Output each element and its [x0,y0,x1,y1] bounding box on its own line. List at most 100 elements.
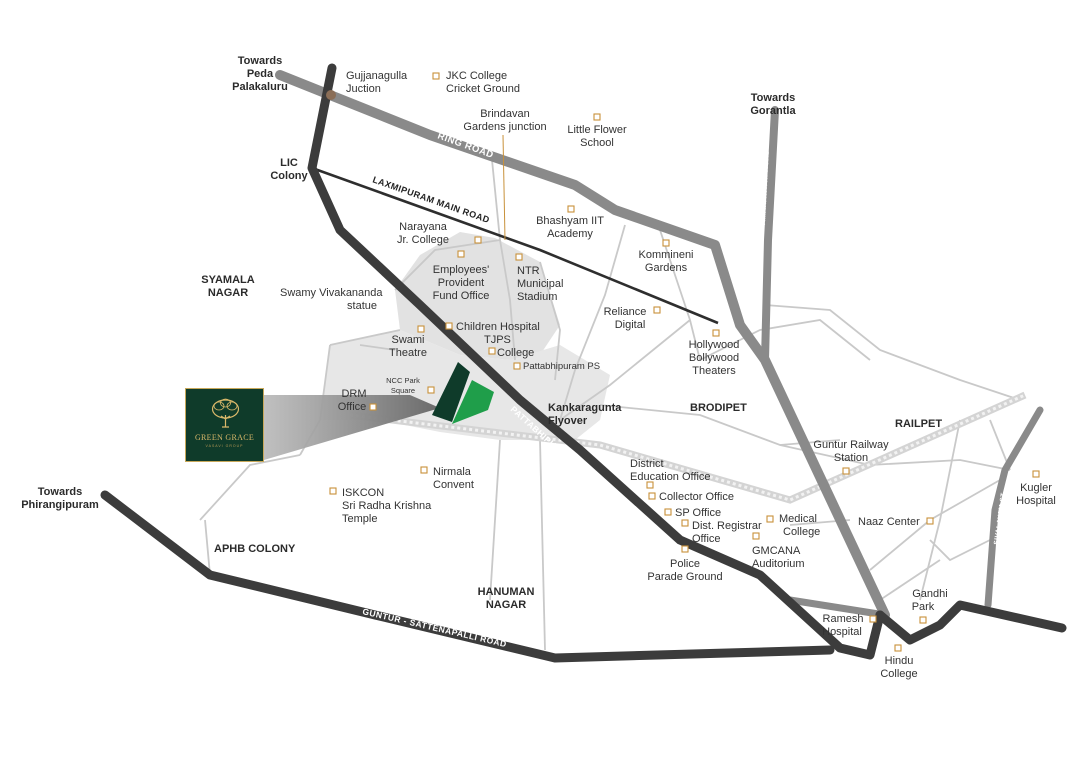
landmark-marker [842,467,850,475]
label-nirmala: Nirmala Convent [433,466,474,491]
svg-text:ISKCON: ISKCON [342,487,384,499]
direction-gorantla: Towards Gorantla [750,92,796,117]
landmark-marker [648,492,656,500]
sivalayam-st [984,406,1044,609]
svg-text:Sri Radha Krishna: Sri Radha Krishna [342,500,432,512]
label-reliance: Reliance Digital [604,306,647,331]
landmark-marker [653,306,661,314]
major-roads-dark [100,63,1067,663]
svg-text:Kankaragunta: Kankaragunta [548,402,622,414]
landmark-marker [427,386,435,394]
major-roads-grey [275,70,1044,620]
landmark-marker [662,239,670,247]
svg-text:Jr. College: Jr. College [397,234,449,246]
label-ramesh: Ramesh Hospital [822,613,863,638]
svg-text:College: College [497,347,534,359]
direction-phirangipuram: Towards Phirangipuram [21,486,99,511]
landmark-marker [445,322,453,330]
svg-text:Towards: Towards [751,92,795,104]
svg-text:Temple: Temple [342,513,377,525]
svg-text:Kommineni: Kommineni [638,249,693,261]
svg-text:Nirmala: Nirmala [433,466,472,478]
label-iskcon: ISKCON Sri Radha Krishna Temple [342,487,432,525]
landmark-marker [432,72,440,80]
svg-text:NAGAR: NAGAR [486,599,526,611]
svg-text:Employees': Employees' [433,264,490,276]
label-medical-college: Medical College [779,513,820,538]
svg-text:Office: Office [692,533,721,545]
landmark-marker [664,508,672,516]
site-pointer-beam [264,395,440,460]
label-ncc-park: NCC Park Square [386,376,420,395]
svg-text:Theaters: Theaters [692,365,736,377]
label-hollywood: Hollywood Bollywood Theaters [689,339,740,377]
svg-text:DRM: DRM [341,388,366,400]
area-lic-colony: LIC Colony [270,157,308,182]
svg-text:Peda: Peda [247,68,274,80]
svg-text:Gardens: Gardens [645,262,688,274]
landmark-marker [712,329,720,337]
svg-text:Juction: Juction [346,83,381,95]
laxmipuram-road-label: LAXMIPURAM MAIN ROAD [371,174,491,225]
svg-text:Park: Park [912,601,935,613]
svg-text:Hospital: Hospital [1016,495,1056,507]
area-kankaragunta-flyover: Kankaragunta Flyover [548,402,622,427]
svg-text:Phirangipuram: Phirangipuram [21,499,99,511]
svg-text:Stadium: Stadium [517,291,557,303]
svg-text:Gandhi: Gandhi [912,588,947,600]
label-tjps-college: TJPS College [484,334,534,359]
landmark-marker [752,532,760,540]
svg-text:LIC: LIC [280,157,298,169]
svg-text:Office: Office [338,401,367,413]
label-drm-office: DRM Office [338,388,367,413]
area-hanuman-nagar: HANUMAN NAGAR [478,586,535,611]
svg-text:Guntur Railway: Guntur Railway [813,439,889,451]
label-kugler: Kugler Hospital [1016,482,1056,507]
landmark-marker [681,519,689,527]
label-sp-office: SP Office [675,507,721,519]
hindu-college-road [875,600,1067,645]
svg-text:Provident: Provident [438,277,484,289]
label-swami-theatre: Swami Theatre [389,334,427,359]
svg-text:NAGAR: NAGAR [208,287,248,299]
label-collector-office: Collector Office [659,491,734,503]
svg-text:Cricket Ground: Cricket Ground [446,83,520,95]
svg-text:NTR: NTR [517,265,540,277]
landmark-marker [417,325,425,333]
sattenapalli-road-label: GUNTUR - SATTENAPALLI ROAD [362,606,508,649]
svg-text:Theatre: Theatre [389,347,427,359]
svg-text:District: District [630,458,664,470]
ring-road-label: RING ROAD [436,130,495,160]
locality-zone-north [395,232,560,360]
landmark-marker [919,616,927,624]
label-little-flower: Little Flower School [567,124,627,149]
landmark-marker [1032,470,1040,478]
brand-name: GREEN GRACE [194,433,255,442]
label-pattabhipuram-ps: Pattabhipuram PS [523,361,600,372]
svg-text:SYAMALA: SYAMALA [201,274,254,286]
label-gmcana: GMCANA Auditorium [752,545,805,570]
area-brodipet: BRODIPET [690,402,747,414]
svg-text:Academy: Academy [547,228,593,240]
svg-text:GMCANA: GMCANA [752,545,801,557]
svg-text:Gujjanagulla: Gujjanagulla [346,70,408,82]
svg-text:Hindu: Hindu [885,655,914,667]
site-plot-green [452,380,494,424]
site-plot-dark [432,362,470,422]
landmark-marker [567,205,575,213]
brand-tagline: VASAVI GROUP [205,444,244,448]
svg-text:School: School [580,137,614,149]
landmark-marker [488,347,496,355]
landmark-marker [926,517,934,525]
svg-text:Gardens junction: Gardens junction [463,121,546,133]
svg-text:Kugler: Kugler [1020,482,1052,494]
svg-text:Towards: Towards [238,55,282,67]
svg-text:Hollywood: Hollywood [689,339,740,351]
gujjanagulla-junction-marker [326,90,336,100]
label-narayana: Narayana Jr. College [397,221,449,246]
label-children-hospital: Children Hospital [456,321,540,333]
landmark-marker [457,250,465,258]
svg-text:Palakaluru: Palakaluru [232,81,288,93]
label-registrar: Dist. Registrar Office [692,520,762,545]
ring-road [275,70,890,620]
